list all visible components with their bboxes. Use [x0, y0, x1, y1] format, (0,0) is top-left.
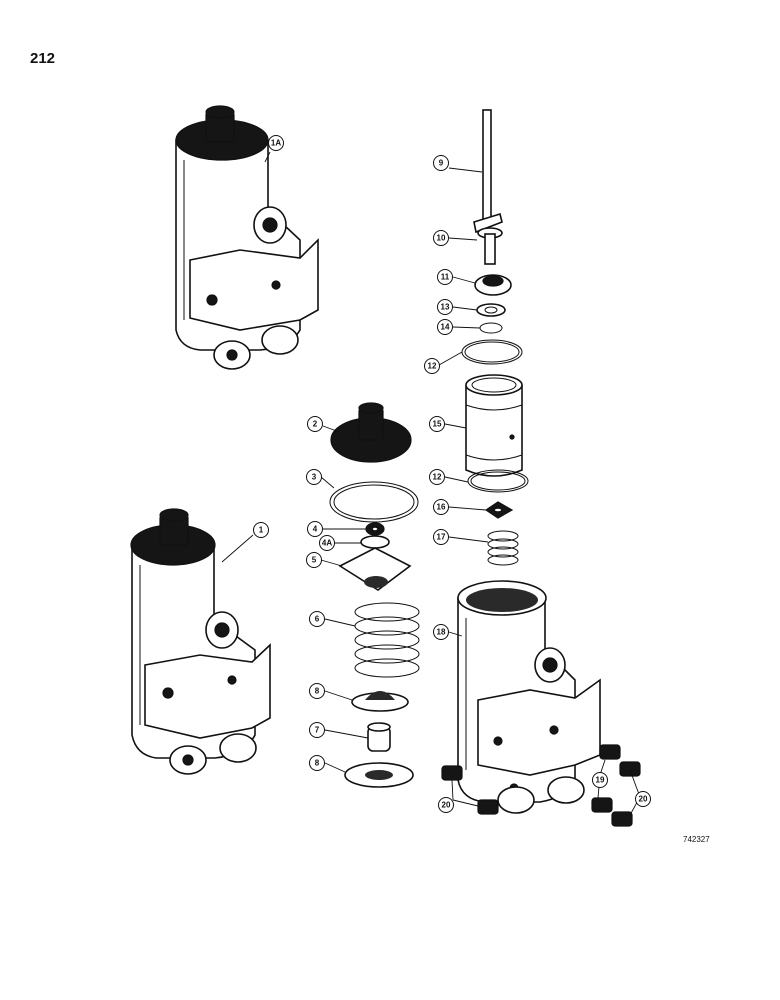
- svg-text:1A: 1A: [271, 139, 281, 148]
- cover-part-2: [330, 402, 412, 463]
- callout-2: 2: [307, 416, 323, 432]
- svg-text:16: 16: [437, 503, 446, 512]
- svg-text:20: 20: [442, 801, 451, 810]
- nut-4: [365, 522, 385, 536]
- callout-12-upper: 12: [424, 358, 440, 374]
- callout-14: 14: [437, 319, 453, 335]
- svg-text:6: 6: [315, 615, 320, 624]
- svg-text:19: 19: [596, 776, 605, 785]
- callout-9: 9: [433, 155, 449, 171]
- spring-clip-16: [484, 501, 514, 519]
- piston-15: [465, 374, 523, 477]
- svg-text:1: 1: [259, 526, 264, 535]
- valve-assembly-1a: [175, 105, 319, 370]
- callout-17: 17: [433, 529, 449, 545]
- callout-20-right: 20: [635, 791, 651, 807]
- plunger-10: [477, 227, 503, 265]
- svg-text:17: 17: [437, 533, 446, 542]
- callout-19: 19: [592, 772, 608, 788]
- seat-8-upper: [351, 691, 409, 712]
- svg-text:4: 4: [313, 525, 318, 534]
- svg-text:4A: 4A: [322, 539, 332, 548]
- svg-text:8: 8: [315, 759, 320, 768]
- callout-11: 11: [437, 269, 453, 285]
- snap-ring-3: [329, 481, 419, 523]
- o-ring-12-upper: [461, 339, 523, 365]
- callout-1a: 1A: [268, 135, 284, 151]
- plugs-19-20: [441, 744, 641, 827]
- bushing-7: [367, 722, 391, 752]
- svg-text:12: 12: [428, 362, 437, 371]
- callout-8-upper: 8: [309, 683, 325, 699]
- washer-13: [476, 303, 506, 317]
- retainer-5: [338, 547, 412, 591]
- stud-9: [473, 109, 503, 234]
- callout-18: 18: [433, 624, 449, 640]
- svg-text:13: 13: [441, 303, 450, 312]
- svg-text:10: 10: [437, 234, 446, 243]
- svg-text:15: 15: [433, 420, 442, 429]
- washer-4a: [360, 535, 390, 549]
- callout-12-lower: 12: [429, 469, 445, 485]
- drawing-code: 742327: [683, 835, 710, 844]
- page-number: 212: [30, 50, 56, 67]
- o-ring-12-lower: [467, 469, 529, 493]
- callout-1: 1: [253, 522, 269, 538]
- valve-assembly-1: [130, 508, 271, 775]
- svg-text:12: 12: [433, 473, 442, 482]
- callout-5: 5: [306, 552, 322, 568]
- leader-lines: [221, 151, 641, 816]
- callout-4a: 4A: [319, 535, 335, 551]
- callout-6: 6: [309, 611, 325, 627]
- svg-text:8: 8: [315, 687, 320, 696]
- svg-text:20: 20: [639, 795, 648, 804]
- callout-10: 10: [433, 230, 449, 246]
- spring-17: [487, 530, 519, 566]
- svg-text:2: 2: [313, 420, 318, 429]
- callout-8-lower: 8: [309, 755, 325, 771]
- seat-8-lower: [344, 762, 414, 788]
- svg-text:14: 14: [441, 323, 450, 332]
- o-ring-14: [479, 322, 503, 334]
- svg-text:11: 11: [441, 273, 450, 282]
- cap-11: [474, 274, 512, 296]
- callout-4: 4: [307, 521, 323, 537]
- svg-text:3: 3: [312, 473, 317, 482]
- callout-13: 13: [437, 299, 453, 315]
- housing-18: [457, 580, 601, 814]
- callout-20-left: 20: [438, 797, 454, 813]
- callout-3: 3: [306, 469, 322, 485]
- svg-text:18: 18: [437, 628, 446, 637]
- svg-text:5: 5: [312, 556, 317, 565]
- callout-16: 16: [433, 499, 449, 515]
- spring-6: [354, 602, 420, 678]
- svg-text:9: 9: [439, 159, 444, 168]
- svg-text:7: 7: [315, 726, 320, 735]
- callout-15: 15: [429, 416, 445, 432]
- callout-7: 7: [309, 722, 325, 738]
